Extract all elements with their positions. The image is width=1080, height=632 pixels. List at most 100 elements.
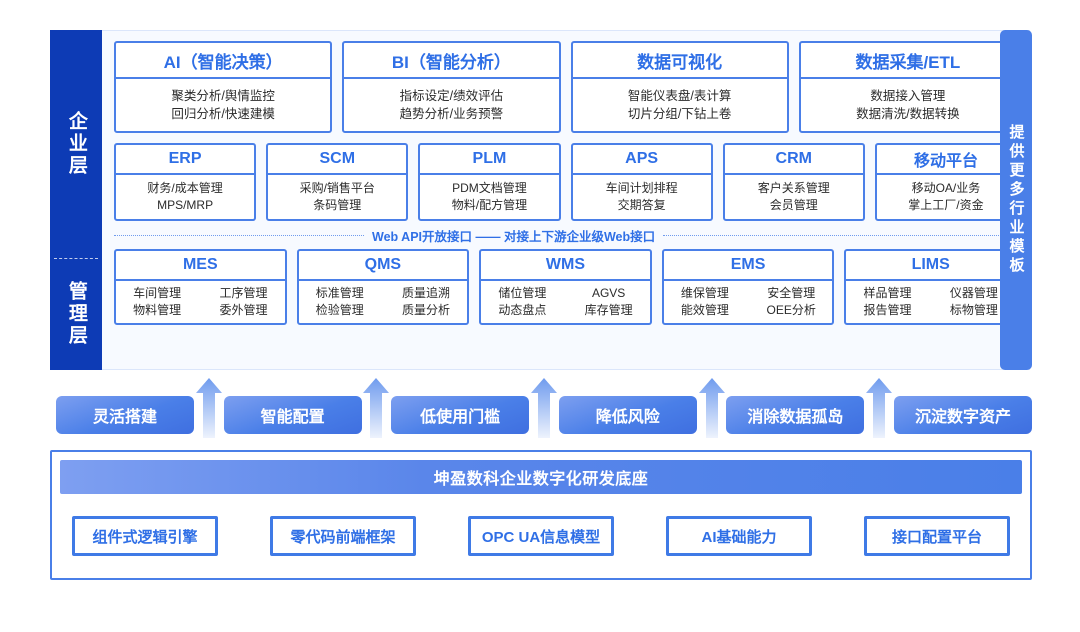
module-card-aps[interactable]: APS 车间计划排程 交期答复 bbox=[570, 143, 713, 221]
up-arrow-icon bbox=[195, 378, 222, 438]
detail-cell: 标准管理 bbox=[315, 285, 364, 300]
detail-line: 移动OA/业务 bbox=[911, 180, 981, 195]
module-title: LIMS bbox=[846, 251, 1015, 279]
arrow-slot bbox=[529, 378, 559, 438]
module-title: BI（智能分析） bbox=[344, 43, 559, 77]
detail-line: 回归分析/快速建模 bbox=[171, 107, 275, 121]
module-title: APS bbox=[572, 145, 711, 173]
capability-box[interactable]: 接口配置平台 bbox=[864, 516, 1010, 556]
capability-box[interactable]: AI基础能力 bbox=[666, 516, 812, 556]
detail-cell: OEE分析 bbox=[766, 303, 816, 317]
up-arrow-icon bbox=[698, 378, 725, 438]
detail-line: 数据接入管理 bbox=[870, 88, 946, 103]
module-card-lims[interactable]: LIMS 样品管理 仪器管理 报告管理 标物管理 bbox=[844, 249, 1017, 325]
detail-cell: 委外管理 bbox=[219, 303, 268, 317]
module-details: 智能仪表盘/表计算 切片分组/下钻上卷 bbox=[572, 79, 787, 131]
detail-cell: 储位管理 bbox=[498, 285, 547, 300]
module-card-ems[interactable]: EMS 维保管理 安全管理 能效管理 OEE分析 bbox=[661, 249, 835, 325]
module-title: PLM bbox=[420, 145, 559, 173]
detail-grid: 维保管理 安全管理 能效管理 OEE分析 bbox=[668, 285, 829, 320]
detail-line: 指标设定/绩效评估 bbox=[399, 88, 504, 103]
foundation-title-bar: 坤盈数科企业数字化研发底座 bbox=[60, 460, 1022, 494]
detail-cell: 质量追溯 bbox=[402, 285, 451, 300]
detail-cell: 标物管理 bbox=[949, 303, 998, 317]
benefit-pill[interactable]: 低使用门槛 bbox=[391, 396, 530, 434]
web-api-divider: Web API开放接口 —— 对接上下游企业级Web接口 bbox=[114, 221, 1017, 249]
module-details: PDM文档管理 物料/配方管理 bbox=[420, 175, 559, 219]
architecture-body: AI（智能决策） 聚类分析/舆情监控 回归分析/快速建模 BI（智能分析） 指标… bbox=[102, 30, 1030, 370]
benefits-row: 灵活搭建 智能配置 低使用门槛 bbox=[56, 378, 1032, 438]
module-title: CRM bbox=[724, 145, 863, 173]
module-card-qms[interactable]: QMS 标准管理 质量追溯 检验管理 质量分析 bbox=[296, 249, 470, 325]
industry-templates-label: 提供更多行业模板 bbox=[1007, 124, 1025, 276]
detail-grid: 车间管理 工序管理 物料管理 委外管理 bbox=[120, 285, 281, 320]
detail-line: 条码管理 bbox=[313, 198, 362, 212]
detail-cell: 物料管理 bbox=[133, 303, 182, 317]
module-details: 样品管理 仪器管理 报告管理 标物管理 bbox=[846, 281, 1015, 323]
module-card-data-etl[interactable]: 数据采集/ETL 数据接入管理 数据清洗/数据转换 bbox=[798, 41, 1017, 133]
module-details: 采购/销售平台 条码管理 bbox=[268, 175, 407, 219]
detail-line: PDM文档管理 bbox=[452, 180, 527, 195]
module-card-crm[interactable]: CRM 客户关系管理 会员管理 bbox=[722, 143, 865, 221]
benefit-pill[interactable]: 沉淀数字资产 bbox=[893, 396, 1032, 434]
module-details: 标准管理 质量追溯 检验管理 质量分析 bbox=[298, 281, 468, 323]
detail-line: 会员管理 bbox=[769, 198, 818, 212]
module-details: 数据接入管理 数据清洗/数据转换 bbox=[800, 79, 1015, 131]
module-title: EMS bbox=[663, 251, 833, 279]
detail-cell: 报告管理 bbox=[863, 303, 912, 317]
capability-box[interactable]: OPC UA信息模型 bbox=[468, 516, 614, 556]
enterprise-row-business-systems: ERP 财务/成本管理 MPS/MRP SCM 采购/销售平台 条码管理 PLM bbox=[114, 143, 1018, 221]
up-arrow-icon bbox=[363, 378, 390, 438]
detail-cell: 检验管理 bbox=[315, 303, 364, 317]
detail-line: 聚类分析/舆情监控 bbox=[171, 88, 275, 103]
module-card-mes[interactable]: MES 车间管理 工序管理 物料管理 委外管理 bbox=[114, 249, 287, 325]
detail-cell: 质量分析 bbox=[402, 303, 451, 317]
module-title: QMS bbox=[298, 251, 468, 279]
detail-cell: 库存管理 bbox=[584, 303, 633, 317]
module-details: 维保管理 安全管理 能效管理 OEE分析 bbox=[663, 281, 833, 323]
module-card-mobile-platform[interactable]: 移动平台 移动OA/业务 掌上工厂/资金 bbox=[874, 143, 1018, 221]
detail-cell: 工序管理 bbox=[219, 285, 268, 300]
up-arrow-icon bbox=[866, 378, 893, 438]
detail-cell: 安全管理 bbox=[767, 285, 816, 300]
module-title: AI（智能决策） bbox=[116, 43, 331, 77]
capability-box[interactable]: 零代码前端框架 bbox=[270, 516, 416, 556]
module-card-data-visualization[interactable]: 数据可视化 智能仪表盘/表计算 切片分组/下钻上卷 bbox=[570, 41, 789, 133]
detail-line: 切片分组/下钻上卷 bbox=[627, 107, 732, 121]
capability-box[interactable]: 组件式逻辑引擎 bbox=[72, 516, 218, 556]
detail-cell: 车间管理 bbox=[133, 285, 182, 300]
detail-line: 交期答复 bbox=[617, 198, 666, 212]
detail-cell: 样品管理 bbox=[863, 285, 912, 300]
module-card-erp[interactable]: ERP 财务/成本管理 MPS/MRP bbox=[114, 143, 257, 221]
module-card-ai[interactable]: AI（智能决策） 聚类分析/舆情监控 回归分析/快速建模 bbox=[114, 41, 333, 133]
module-details: 储位管理 AGVS 动态盘点 库存管理 bbox=[481, 281, 650, 323]
management-layer-label: 管理层 bbox=[65, 281, 87, 347]
module-title: 数据采集/ETL bbox=[800, 43, 1015, 77]
arrow-slot bbox=[362, 378, 392, 438]
arrow-slot bbox=[864, 378, 894, 438]
detail-cell: 能效管理 bbox=[680, 303, 729, 317]
module-details: 车间管理 工序管理 物料管理 委外管理 bbox=[116, 281, 285, 323]
module-card-plm[interactable]: PLM PDM文档管理 物料/配方管理 bbox=[418, 143, 561, 221]
detail-line: 趋势分析/业务预警 bbox=[399, 107, 504, 121]
benefit-pill[interactable]: 消除数据孤岛 bbox=[726, 396, 865, 434]
module-card-wms[interactable]: WMS 储位管理 AGVS 动态盘点 库存管理 bbox=[479, 249, 652, 325]
detail-line: 掌上工厂/资金 bbox=[908, 198, 984, 212]
benefit-pill[interactable]: 降低风险 bbox=[558, 396, 697, 434]
detail-grid: 储位管理 AGVS 动态盘点 库存管理 bbox=[485, 285, 646, 320]
detail-cell: 维保管理 bbox=[680, 285, 729, 300]
module-card-bi[interactable]: BI（智能分析） 指标设定/绩效评估 趋势分析/业务预警 bbox=[342, 41, 561, 133]
foundation-capabilities: 组件式逻辑引擎 零代码前端框架 OPC UA信息模型 AI基础能力 接口配置平台 bbox=[60, 516, 1022, 556]
module-details: 聚类分析/舆情监控 回归分析/快速建模 bbox=[116, 79, 331, 131]
module-details: 车间计划排程 交期答复 bbox=[572, 175, 711, 219]
module-title: 数据可视化 bbox=[572, 43, 787, 77]
benefit-pill[interactable]: 灵活搭建 bbox=[56, 396, 194, 434]
detail-cell: 仪器管理 bbox=[949, 285, 998, 300]
detail-grid: 样品管理 仪器管理 报告管理 标物管理 bbox=[850, 285, 1011, 320]
benefit-pill[interactable]: 智能配置 bbox=[223, 396, 362, 434]
industry-templates-panel[interactable]: 提供更多行业模板 bbox=[1000, 30, 1032, 370]
detail-line: 客户关系管理 bbox=[757, 180, 830, 195]
module-details: 移动OA/业务 掌上工厂/资金 bbox=[876, 175, 1016, 219]
module-card-scm[interactable]: SCM 采购/销售平台 条码管理 bbox=[266, 143, 409, 221]
